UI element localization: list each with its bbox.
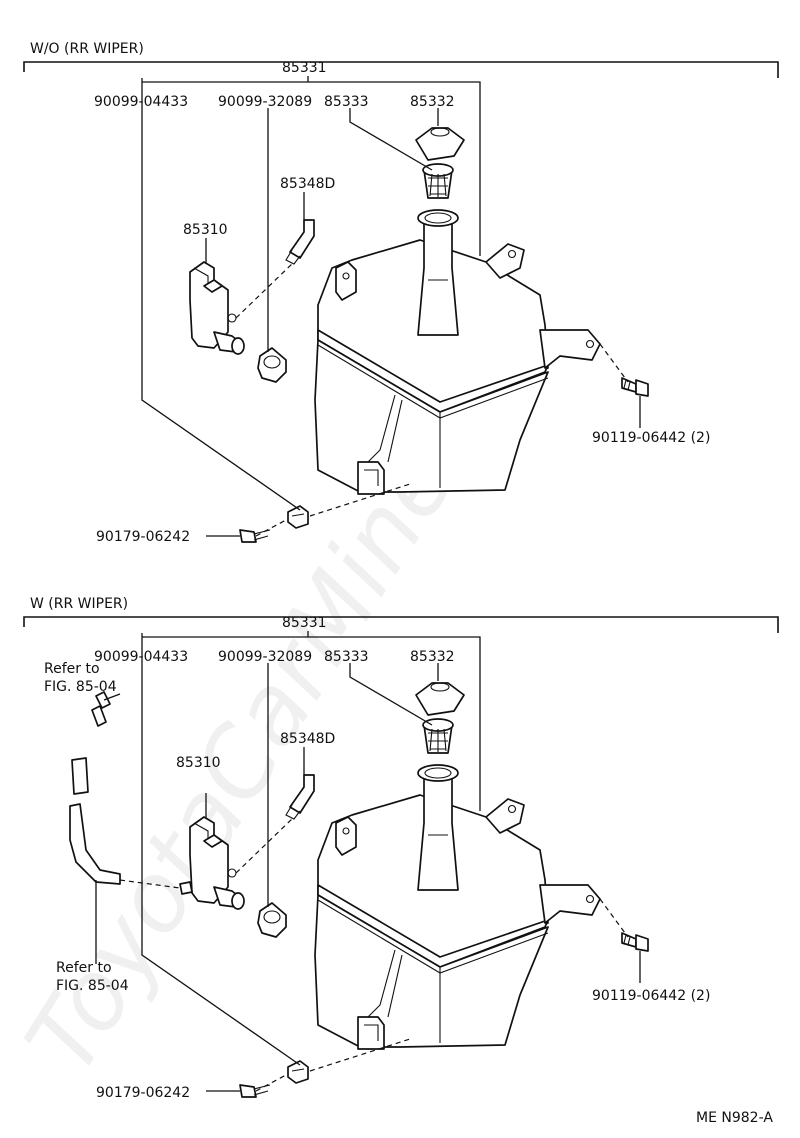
section-title: W/O (RR WIPER)	[30, 41, 144, 57]
part-nut-b: 90099-32089	[218, 94, 312, 110]
ref-label-1b: FIG. 85-04	[44, 679, 117, 695]
ref-label-2: Refer to	[56, 960, 112, 976]
section-title: W (RR WIPER)	[30, 596, 128, 612]
part-nut-a: 90099-04433	[94, 94, 188, 110]
part-strainer: 85333	[324, 94, 369, 110]
assembly-number: 85331	[282, 615, 327, 631]
part-strainer: 85333	[324, 649, 369, 665]
section-without-rear-wiper: W/O (RR WIPER) 85331 90099-04433 90099-3…	[23, 41, 779, 545]
part-motor: 85310	[183, 222, 228, 238]
part-bolt-side: 90119-06442 (2)	[592, 430, 710, 446]
part-hose: 85348D	[280, 731, 335, 747]
part-bolt-side: 90119-06442 (2)	[592, 988, 710, 1004]
part-motor: 85310	[176, 755, 221, 771]
ref-label-2b: FIG. 85-04	[56, 978, 129, 994]
section-with-rear-wiper: W (RR WIPER) 85331 90099-04433 90099-320…	[23, 596, 779, 1101]
part-bolt-bottom: 90179-06242	[96, 529, 190, 545]
part-bolt-bottom: 90179-06242	[96, 1085, 190, 1101]
assembly-number: 85331	[282, 60, 327, 76]
ref-label-1: Refer to	[44, 661, 100, 677]
part-nut-a: 90099-04433	[94, 649, 188, 665]
part-cap: 85332	[410, 94, 455, 110]
figure-code: ME N982-A	[696, 1110, 773, 1126]
part-cap: 85332	[410, 649, 455, 665]
part-hose: 85348D	[280, 176, 335, 192]
part-nut-b: 90099-32089	[218, 649, 312, 665]
